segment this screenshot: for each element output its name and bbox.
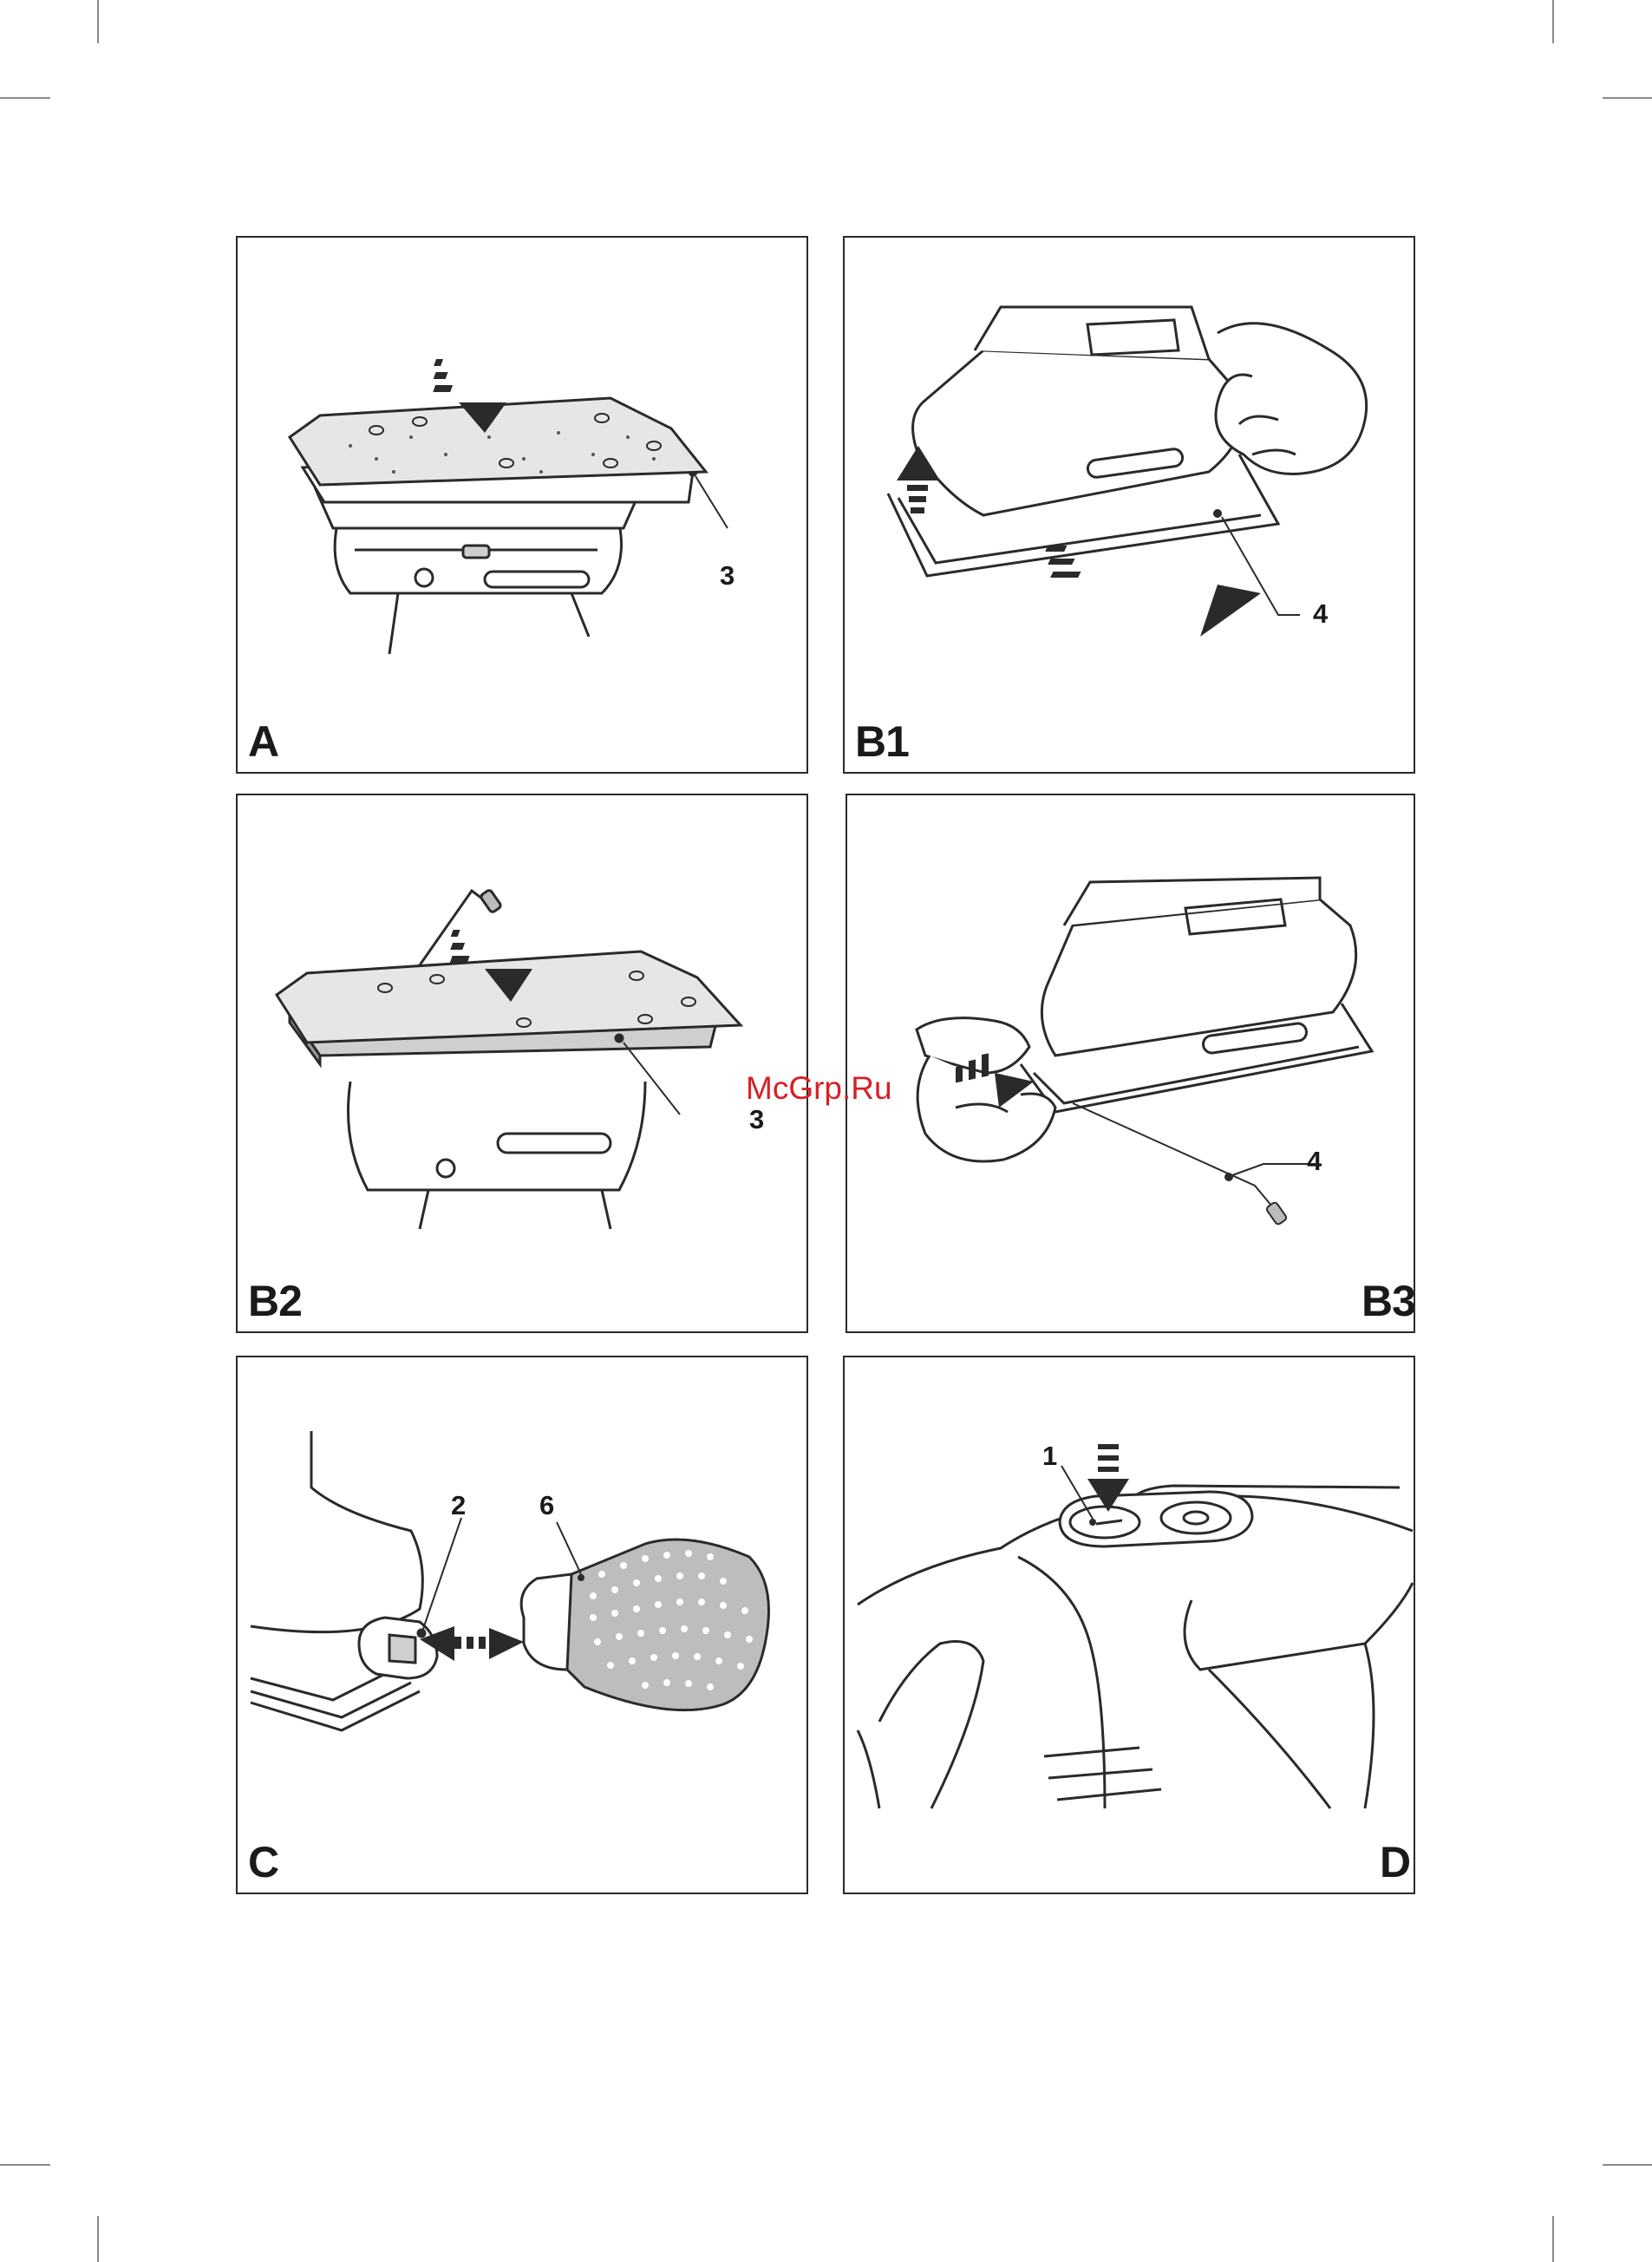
figure-b3: 4 B3 [846,794,1415,1333]
callout-number: 1 [1042,1442,1057,1469]
callout-number: 4 [1307,1147,1322,1174]
crop-mark [1552,2216,1554,2262]
dust-bag-attach-illustration [238,1357,808,1894]
clamp-lever-icon [1073,1103,1316,1226]
crop-mark [1603,2164,1652,2166]
callout-number: 4 [1313,600,1328,627]
hand-icon [917,1018,1055,1161]
figure-d: 1 D [843,1356,1415,1894]
arrow-down-icon [1045,546,1261,637]
crop-mark [0,2164,50,2166]
crop-mark [97,0,99,43]
figure-label: A [248,720,278,763]
callout-number: 6 [539,1492,554,1519]
figure-b1: 4 B1 [843,236,1415,774]
crop-mark [97,2216,99,2262]
figure-label: B1 [855,720,909,763]
figure-label: D [1380,1840,1410,1884]
switch-illustration [845,1357,1415,1894]
hand-icon [1216,324,1367,474]
callout-number: 3 [749,1106,764,1133]
crop-mark [0,97,50,99]
watermark: McGrp.Ru [746,1072,892,1104]
on-off-switch-icon [1060,1492,1252,1546]
figure-b2: 3 B2 [236,794,808,1333]
sander-release-illustration [845,238,1415,774]
crop-mark [1603,97,1652,99]
callout-number: 2 [451,1492,466,1519]
figure-label: B3 [1361,1279,1415,1323]
figure-label: B2 [248,1279,302,1323]
sander-sheet-illustration [238,238,808,774]
figure-a: 3 A [236,236,808,774]
callout-number: 3 [720,562,735,589]
crop-mark [1552,0,1554,43]
figure-label: C [248,1840,278,1884]
sander-clamp-illustration [847,795,1415,1333]
figure-c: 2 6 C [236,1356,808,1894]
dust-bag-icon [521,1522,768,1710]
sander-sheet-insert-illustration [238,795,808,1333]
